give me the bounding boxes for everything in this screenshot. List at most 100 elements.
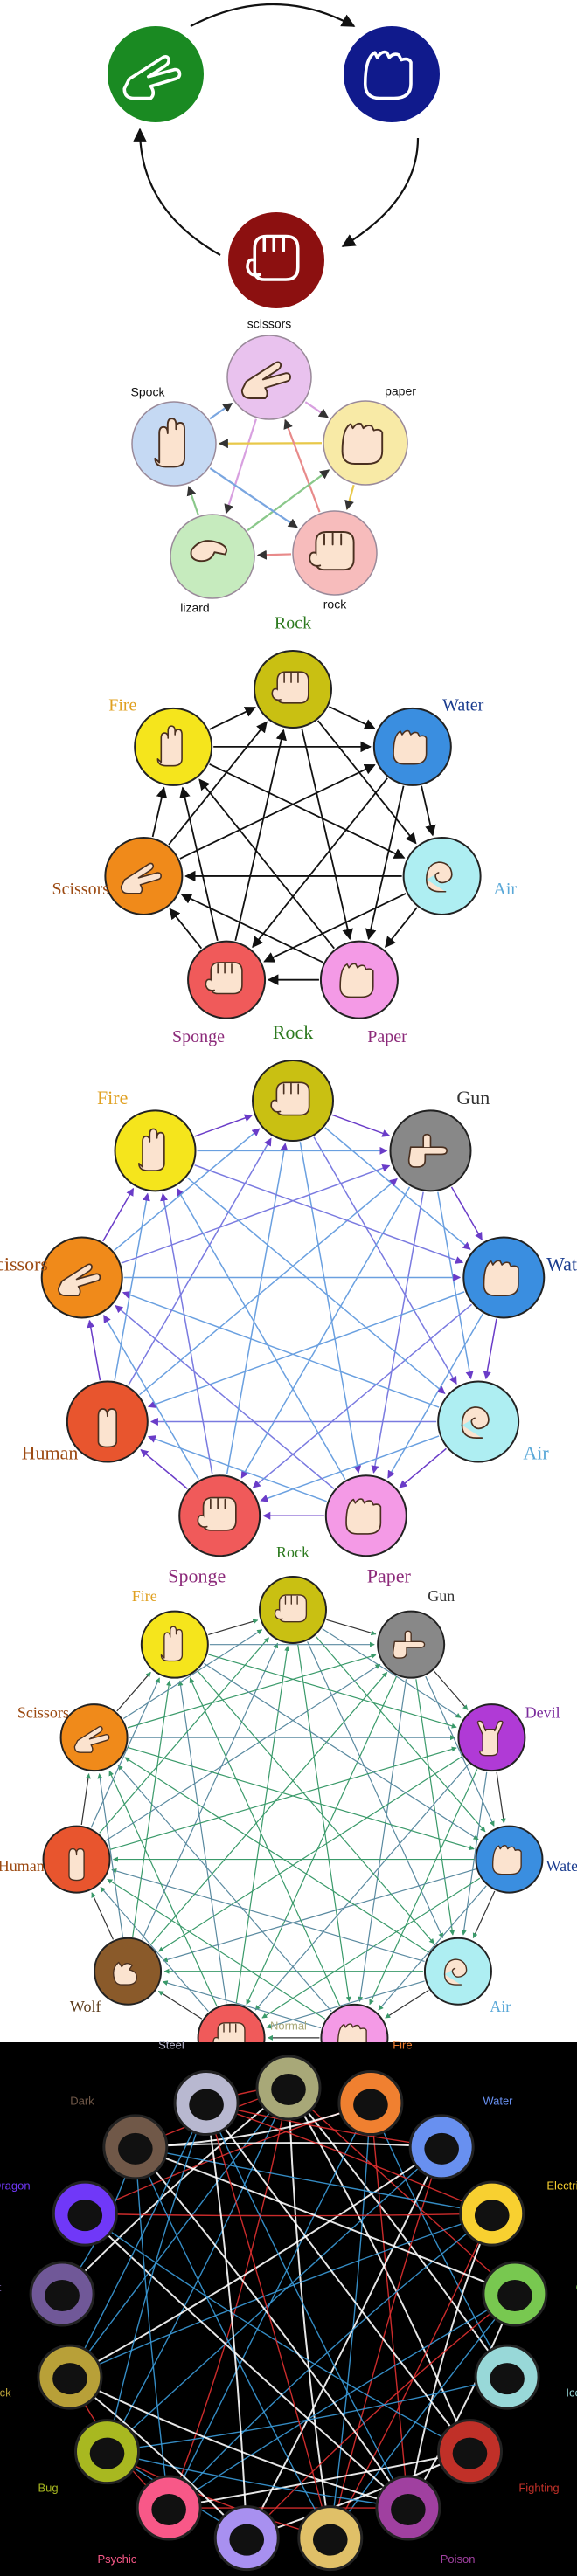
beats-arrow bbox=[387, 1313, 483, 1479]
beats-arrow bbox=[399, 1447, 447, 1488]
type-effectiveness-link bbox=[288, 2087, 516, 2295]
beats-arrow bbox=[132, 1680, 172, 1937]
dark-silhouette-icon bbox=[118, 2132, 153, 2165]
lizard-hand-icon bbox=[190, 540, 227, 563]
beats-arrow bbox=[157, 1756, 463, 1952]
beats-arrow bbox=[365, 785, 405, 941]
beats-arrow bbox=[157, 1990, 203, 2020]
scissors-hand-icon bbox=[122, 55, 182, 100]
panel-rock-paper-scissors bbox=[108, 3, 440, 308]
beats-arrow bbox=[179, 763, 376, 860]
label-grass: Grass bbox=[576, 2281, 577, 2294]
scissors-hand-icon bbox=[73, 1725, 110, 1753]
label-normal: Normal bbox=[270, 2019, 307, 2032]
beats-arrow bbox=[107, 1878, 326, 2020]
beats-arrow bbox=[324, 1127, 471, 1250]
label-devil: Devil bbox=[525, 1704, 560, 1722]
beats-arrow bbox=[117, 1765, 332, 2013]
beats-arrow bbox=[91, 1892, 114, 1940]
beats-arrow bbox=[433, 1670, 469, 1710]
cycle-arrow bbox=[341, 137, 420, 247]
beats-arrow bbox=[115, 1305, 335, 1489]
steel-silhouette-icon bbox=[189, 2089, 224, 2121]
type-effectiveness-link bbox=[168, 2450, 470, 2510]
beats-arrow bbox=[127, 1654, 377, 1729]
beats-arrow bbox=[208, 1619, 259, 1635]
label-water: Water bbox=[442, 695, 484, 715]
beats-arrow bbox=[421, 785, 436, 837]
beats-arrow bbox=[252, 777, 388, 949]
beats-arrow bbox=[147, 1435, 327, 1502]
beats-arrow bbox=[160, 1192, 213, 1475]
poison-silhouette-icon bbox=[391, 2494, 426, 2526]
beats-arrow bbox=[128, 1137, 272, 1386]
beats-arrow bbox=[99, 1637, 269, 1834]
beats-arrow bbox=[260, 1435, 440, 1502]
label-ghost: Ghost bbox=[0, 2281, 2, 2294]
water-hand-icon bbox=[491, 1845, 522, 1875]
wolf-hand-icon bbox=[113, 1961, 138, 1986]
type-effectiveness-link bbox=[288, 2087, 331, 2538]
scissors-hand-icon bbox=[120, 862, 162, 894]
ground-silhouette-icon bbox=[312, 2524, 348, 2556]
type-effectiveness-link bbox=[135, 2146, 170, 2509]
fire-hand-icon bbox=[138, 1128, 165, 1171]
label-dark: Dark bbox=[70, 2095, 94, 2108]
beats-arrow bbox=[114, 1192, 150, 1381]
beats-arrow bbox=[127, 1746, 475, 1851]
label-steel: Steel bbox=[158, 2039, 184, 2052]
normal-silhouette-icon bbox=[271, 2074, 306, 2105]
beats-arrow bbox=[358, 1679, 407, 2002]
type-effectiveness-link bbox=[85, 2213, 492, 2217]
beats-arrow bbox=[169, 908, 203, 950]
type-effectiveness-link bbox=[370, 2103, 508, 2378]
label-scissors: Scissors bbox=[52, 880, 109, 899]
rock-hand-icon bbox=[271, 671, 309, 704]
beats-arrow bbox=[189, 1677, 341, 2006]
label-fire: Fire bbox=[132, 1587, 157, 1605]
beats-arrow bbox=[415, 1679, 455, 1936]
beats-arrow bbox=[385, 907, 418, 949]
label-human: Human bbox=[0, 1857, 45, 1875]
type-effectiveness-link bbox=[407, 2213, 493, 2509]
devil-hand-icon bbox=[476, 1720, 504, 1757]
beats-arrow bbox=[209, 467, 298, 528]
type-effectiveness-link bbox=[168, 2213, 493, 2509]
type-effectiveness-link bbox=[107, 2146, 442, 2453]
beats-arrow bbox=[122, 1291, 440, 1408]
spock-hand-icon bbox=[154, 418, 185, 468]
type-effectiveness-link bbox=[107, 2451, 408, 2509]
fire-hand-icon bbox=[156, 725, 183, 767]
beats-arrow bbox=[108, 1770, 218, 2006]
type-effectiveness-link bbox=[205, 2102, 471, 2453]
beats-arrow bbox=[111, 1868, 425, 1963]
electric-silhouette-icon bbox=[474, 2200, 510, 2232]
beats-arrow bbox=[176, 1187, 346, 1481]
type-effectiveness-link bbox=[135, 2146, 492, 2214]
type-effectiveness-link bbox=[330, 2146, 442, 2538]
beats-arrow bbox=[313, 1136, 457, 1385]
label-gun: Gun bbox=[456, 1087, 490, 1108]
beats-arrow bbox=[254, 1763, 469, 2011]
node-rock bbox=[228, 212, 324, 308]
label-air: Air bbox=[490, 1998, 511, 2015]
beats-arrow bbox=[121, 1164, 391, 1264]
type-effectiveness-link bbox=[107, 2376, 508, 2453]
beats-arrow bbox=[369, 1769, 478, 2006]
beats-arrow bbox=[329, 706, 376, 729]
label-rock: Rock bbox=[276, 1544, 309, 1561]
beats-arrow bbox=[326, 1619, 377, 1636]
beats-arrow bbox=[261, 1877, 481, 2019]
beats-arrow bbox=[208, 1654, 457, 1729]
beats-arrow bbox=[304, 401, 329, 418]
beats-arrow bbox=[209, 707, 256, 730]
label-human: Human bbox=[22, 1442, 79, 1464]
label-poison: Poison bbox=[441, 2552, 476, 2566]
label-fire: Fire bbox=[393, 2039, 412, 2052]
type-effectiveness-link bbox=[168, 2293, 516, 2509]
beats-arrow bbox=[180, 893, 323, 963]
label-sponge: Sponge bbox=[168, 1565, 226, 1587]
